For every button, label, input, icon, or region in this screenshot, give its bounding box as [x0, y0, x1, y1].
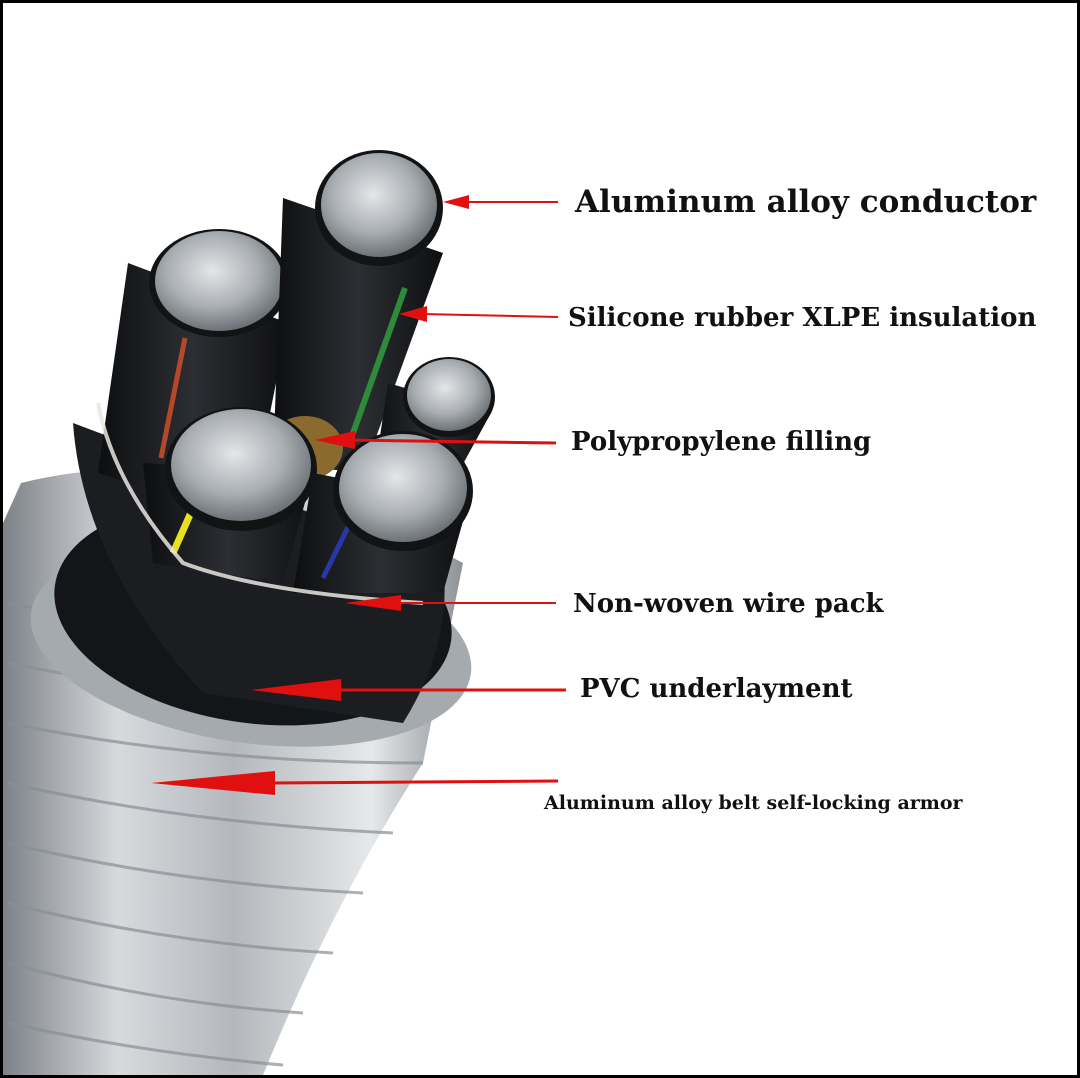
arrow-armor	[151, 771, 559, 795]
arrow-non-woven	[345, 595, 556, 611]
arrow-pvc	[251, 679, 566, 701]
label-pvc-underlayment: PVC underlayment	[580, 674, 853, 704]
arrow-conductor	[443, 195, 558, 209]
arrow-filling	[315, 431, 557, 449]
label-aluminum-alloy-conductor: Aluminum alloy conductor	[575, 184, 1037, 220]
label-armor: Aluminum alloy belt self-locking armor	[544, 792, 963, 814]
label-non-woven-wire-pack: Non-woven wire pack	[573, 589, 884, 619]
pointer-arrows	[151, 195, 566, 795]
core-yellow	[143, 407, 317, 583]
label-silicone-rubber-xlpe-insulation: Silicone rubber XLPE insulation	[568, 303, 1037, 333]
label-polypropylene-filling: Polypropylene filling	[571, 427, 872, 457]
core-blue	[293, 431, 473, 593]
cable-cross-section-illustration	[3, 150, 566, 1075]
arrow-insulation	[399, 306, 559, 322]
core-green	[273, 150, 443, 473]
non-woven-wrap	[96, 402, 424, 605]
